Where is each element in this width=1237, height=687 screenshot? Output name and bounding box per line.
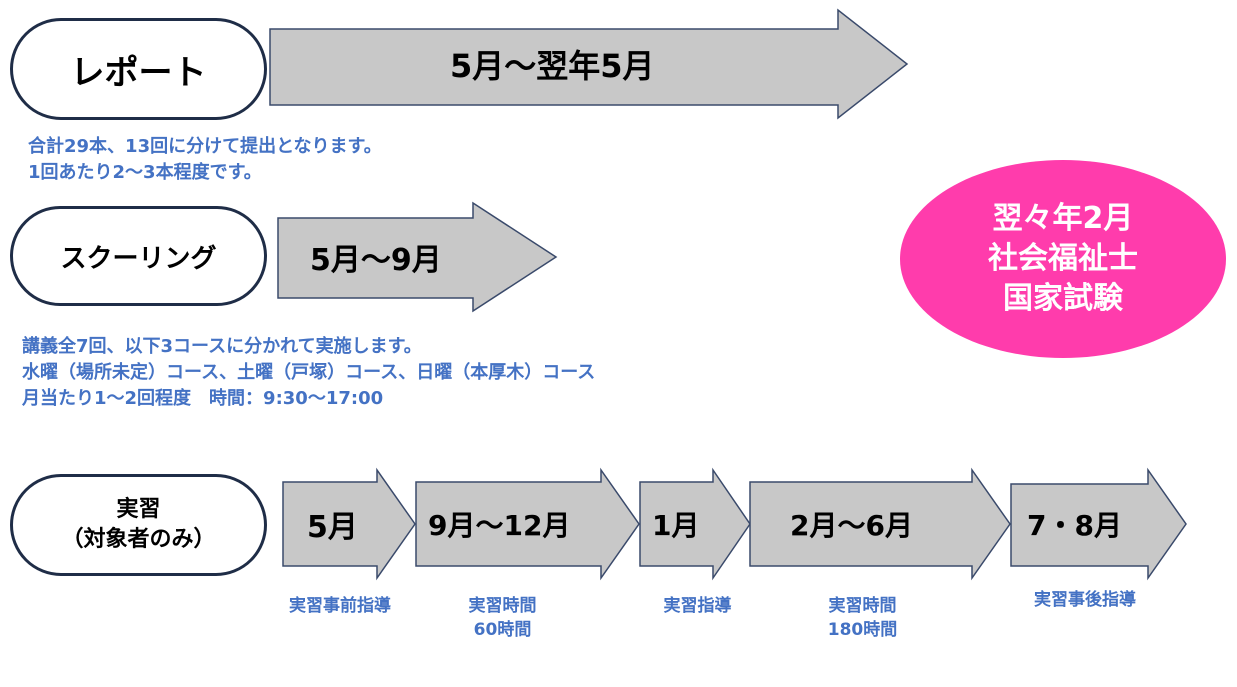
report-period: 5月～翌年5月 [450,47,655,85]
step-caption-line: 60時間 [473,620,532,640]
schooling-note: 講義全7回、以下3コースに分かれて実施します。 水曜（場所未定）コース、土曜（戸… [22,334,595,412]
report-note-line: 合計29本、13回に分けて提出となります。 [28,136,382,157]
step-arrow-shape [749,467,1011,581]
step-period: 2月～6月 [790,509,913,542]
schooling-arrow-shape [277,201,558,313]
practicum-label-line: 実習 [116,497,161,522]
schooling-period: 5月～9月 [310,243,442,278]
exam-badge: 翌々年2月 社会福祉士 国家試験 [900,160,1226,358]
step-caption-line: 実習時間 [468,596,537,616]
step-period: 1月 [652,509,700,542]
practicum-step-arrow: 7・8月 [1010,467,1187,581]
schooling-label-pill: スクーリング [10,206,267,306]
step-caption-line: 実習時間 [828,596,897,616]
step-arrow-shape [415,467,640,581]
step-caption-line: 180時間 [827,620,898,640]
schooling-label: スクーリング [60,243,217,274]
schooling-note-line: 講義全7回、以下3コースに分かれて実施します。 [22,336,422,357]
practicum-step-arrow: 2月～6月 [749,467,1011,581]
exam-line: 社会福祉士 [988,241,1138,276]
step-period: 5月 [307,510,358,545]
step-caption: 実習事後指導 [1000,588,1170,612]
step-caption-line: 実習指導 [663,596,732,616]
step-arrow-shape [639,467,751,581]
practicum-label-line: （対象者のみ） [61,527,216,552]
report-period-arrow: 5月～翌年5月 [269,8,909,120]
step-caption-line: 実習事前指導 [289,596,391,616]
practicum-label-pill: 実習 （対象者のみ） [10,474,267,576]
step-caption: 実習時間 180時間 [780,594,945,642]
step-caption-line: 実習事後指導 [1034,590,1136,610]
schooling-note-line: 月当たり1～2回程度 時間：9:30～17:00 [22,388,384,409]
step-arrow-shape [282,467,416,581]
practicum-step-arrow: 1月 [639,467,751,581]
report-label: レポート [70,52,207,93]
practicum-step-arrow: 9月～12月 [415,467,640,581]
step-period: 9月～12月 [428,509,571,542]
step-caption: 実習指導 [625,594,770,618]
report-note: 合計29本、13回に分けて提出となります。 1回あたり2～3本程度です。 [28,134,382,186]
step-arrow-shape [1010,467,1187,581]
exam-line: 翌々年2月 [992,201,1134,236]
practicum-step-arrow: 5月 [282,467,416,581]
step-period: 7・8月 [1027,509,1122,542]
exam-line: 国家試験 [1003,281,1123,316]
step-caption: 実習時間 60時間 [420,594,585,642]
report-note-line: 1回あたり2～3本程度です。 [28,162,262,183]
step-caption: 実習事前指導 [260,594,420,618]
schooling-period-arrow: 5月～9月 [277,201,558,313]
schooling-note-line: 水曜（場所未定）コース、土曜（戸塚）コース、日曜（本厚木）コース [22,362,596,383]
report-label-pill: レポート [10,18,267,120]
report-arrow-shape [269,8,909,120]
